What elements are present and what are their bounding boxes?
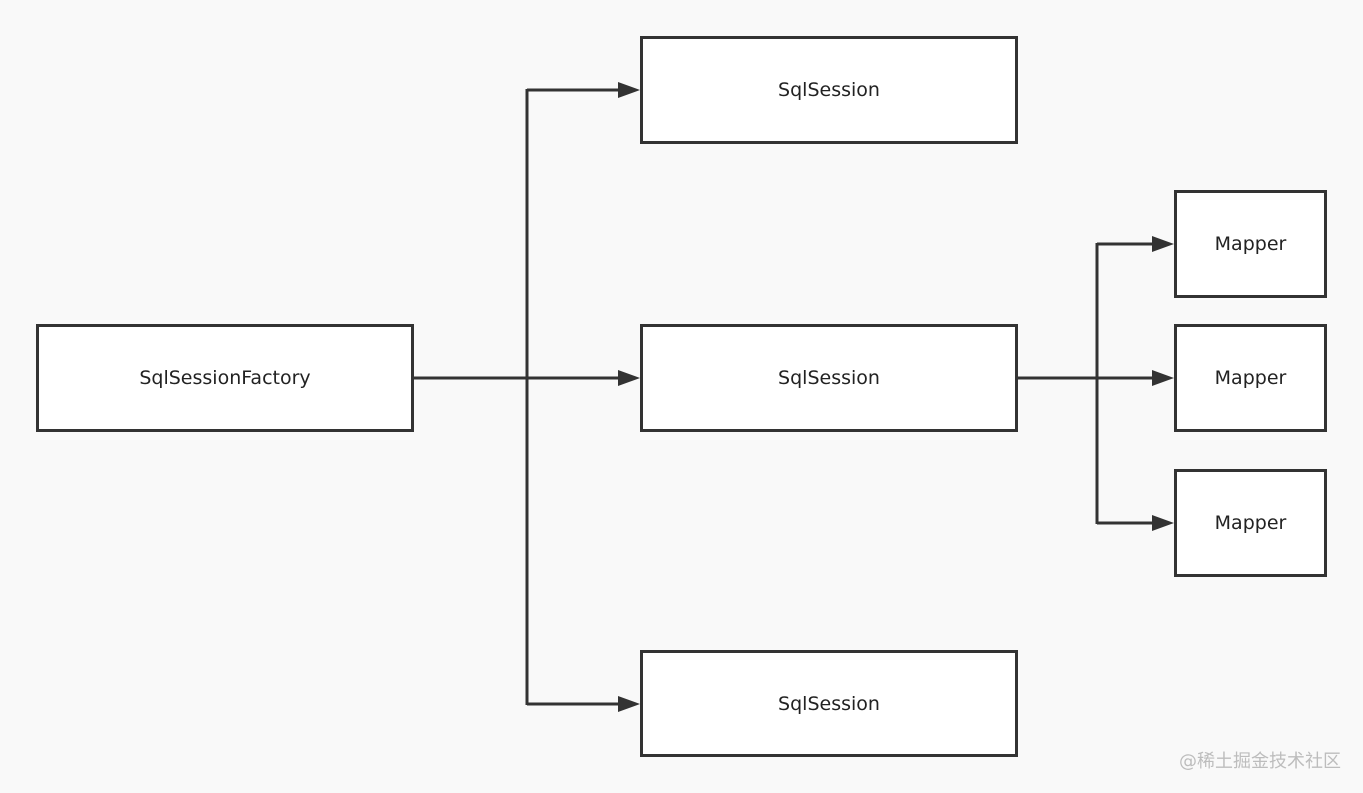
- mapper-box-3: Mapper: [1174, 469, 1327, 577]
- arrowhead-session-top: [618, 82, 640, 98]
- sqlsession-label-bottom: SqlSession: [778, 692, 880, 715]
- sqlsession-box-top: SqlSession: [640, 36, 1018, 144]
- sqlsessionfactory-box: SqlSessionFactory: [36, 324, 414, 432]
- sqlsession-box-bottom: SqlSession: [640, 650, 1018, 757]
- sqlsession-label-top: SqlSession: [778, 79, 880, 101]
- watermark-text: @稀土掘金技术社区: [1179, 751, 1341, 772]
- arrowhead-mapper-3: [1152, 515, 1174, 531]
- mapper-label-1: Mapper: [1214, 233, 1287, 255]
- mapper-label-3: Mapper: [1214, 512, 1287, 534]
- sqlsession-label-middle: SqlSession: [778, 367, 880, 389]
- arrowhead-mapper-2: [1152, 370, 1174, 386]
- sqlsession-box-middle: SqlSession: [640, 324, 1018, 432]
- mapper-box-2: Mapper: [1174, 324, 1327, 432]
- sqlsessionfactory-label: SqlSessionFactory: [139, 367, 311, 389]
- arrowhead-session-mid: [618, 370, 640, 386]
- mapper-label-2: Mapper: [1214, 367, 1287, 389]
- arrowhead-session-bottom: [618, 696, 640, 712]
- arrowhead-mapper-1: [1152, 236, 1174, 252]
- mapper-box-1: Mapper: [1174, 190, 1327, 298]
